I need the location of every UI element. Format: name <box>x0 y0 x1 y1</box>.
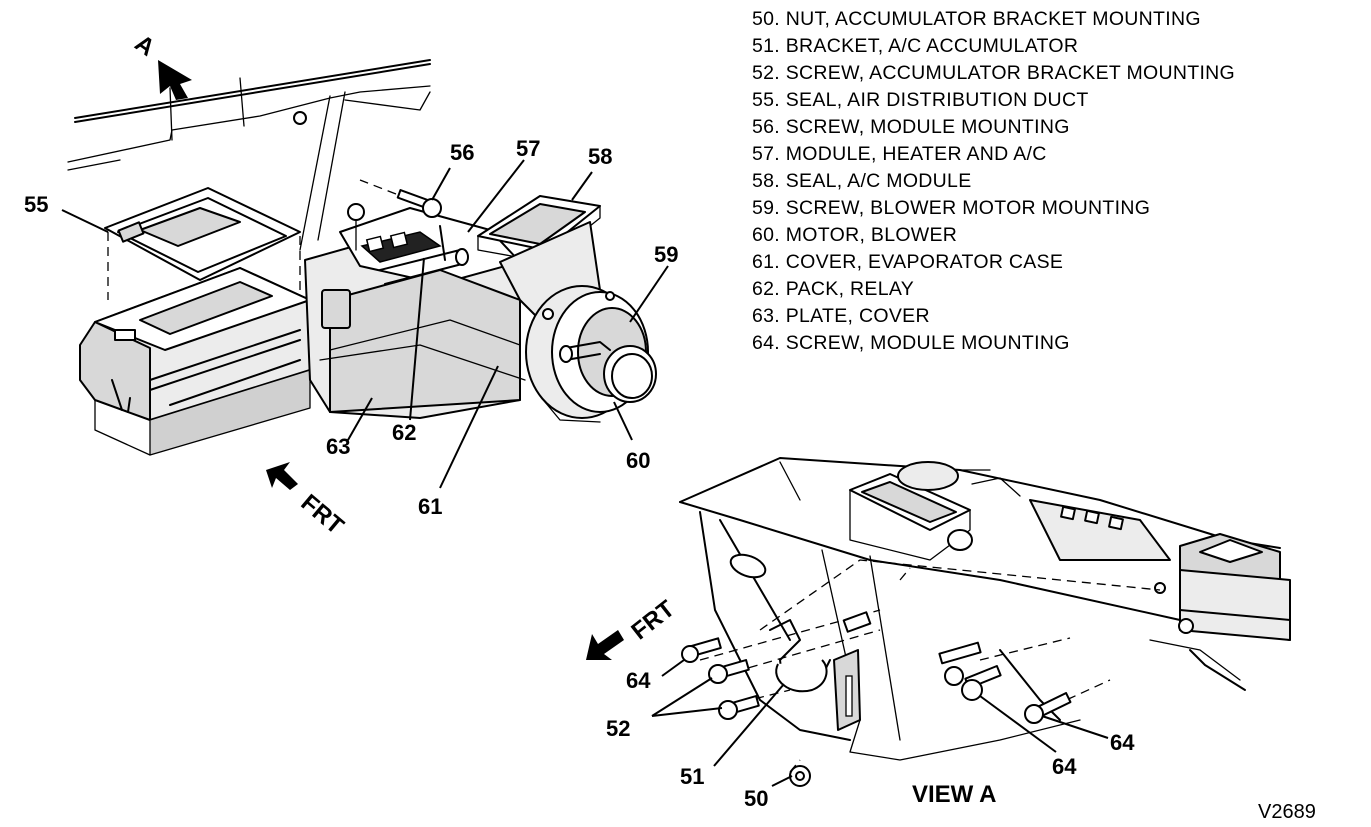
legend-item: 51. BRACKET, A/C ACCUMULATOR <box>752 35 1079 57</box>
callout-50: 50 <box>744 786 768 811</box>
upper-leader-lines <box>61 159 669 489</box>
view-a-arrow-label: A <box>130 30 160 62</box>
module-mounting-screw-right <box>1024 692 1072 724</box>
callout-55: 55 <box>24 192 48 217</box>
front-direction-arrow-upper: FRT <box>266 462 349 540</box>
legend-item: 62. PACK, RELAY <box>752 278 915 300</box>
accumulator-bracket-nut <box>789 765 811 787</box>
accumulator-bracket-screw-upper <box>708 659 750 684</box>
figure-id: V2689 <box>1258 801 1316 823</box>
view-a-alignment-lines <box>699 559 1161 773</box>
callout-56: 56 <box>450 140 474 165</box>
callout-52: 52 <box>606 716 630 741</box>
legend-item: 63. PLATE, COVER <box>752 305 930 327</box>
callout-64-center: 64 <box>1052 754 1077 779</box>
legend-item: 58. SEAL, A/C MODULE <box>752 170 972 192</box>
callout-57: 57 <box>516 136 540 161</box>
view-a-module <box>679 457 1291 761</box>
heater-case <box>79 267 311 456</box>
legend-item: 57. MODULE, HEATER AND A/C <box>752 143 1047 165</box>
legend-item: 60. MOTOR, BLOWER <box>752 224 958 246</box>
legend-item: 61. COVER, EVAPORATOR CASE <box>752 251 1064 273</box>
blower-motor <box>525 285 657 423</box>
callout-58: 58 <box>588 144 612 169</box>
legend-item: 59. SCREW, BLOWER MOTOR MOUNTING <box>752 197 1151 219</box>
legend-item: 50. NUT, ACCUMULATOR BRACKET MOUNTING <box>752 8 1201 30</box>
accumulator-bracket-screw-lower <box>718 695 760 720</box>
front-direction-label-lower: FRT <box>626 595 680 645</box>
relay-pack <box>360 231 469 285</box>
view-a-arrow: A <box>130 30 192 100</box>
view-a-fasteners <box>681 637 1072 787</box>
module-mounting-screw-upper <box>359 179 442 218</box>
lower-leader-lines <box>651 659 1109 787</box>
callout-61: 61 <box>418 494 442 519</box>
callout-64-right: 64 <box>1110 730 1135 755</box>
legend-item: 52. SCREW, ACCUMULATOR BRACKET MOUNTING <box>752 62 1236 84</box>
front-direction-arrow-lower: FRT <box>586 595 680 660</box>
dash-panel <box>67 59 431 251</box>
view-a-module-seal <box>849 461 1021 561</box>
parts-legend: 50. NUT, ACCUMULATOR BRACKET MOUNTING 51… <box>752 6 1235 357</box>
legend-item: 56. SCREW, MODULE MOUNTING <box>752 116 1070 138</box>
front-direction-label-upper: FRT <box>296 489 349 540</box>
callout-64-left: 64 <box>626 668 651 693</box>
callout-62: 62 <box>392 420 416 445</box>
callout-63: 63 <box>326 434 350 459</box>
view-a: FRT <box>586 457 1291 787</box>
legend-item: 64. SCREW, MODULE MOUNTING <box>752 332 1070 354</box>
accumulator-bracket <box>769 611 872 731</box>
upper-exploded-view: A <box>61 30 669 540</box>
heater-ac-module <box>304 179 526 419</box>
callout-59: 59 <box>654 242 678 267</box>
module-mounting-screw-center <box>938 641 1002 701</box>
view-a-right-module <box>1029 499 1291 641</box>
legend-item: 55. SEAL, AIR DISTRIBUTION DUCT <box>752 89 1089 111</box>
callout-51: 51 <box>680 764 704 789</box>
view-a-label: VIEW A <box>912 781 996 808</box>
callout-numbers: 55 56 57 58 59 60 61 62 63 64 52 51 50 6… <box>24 136 1135 811</box>
callout-60: 60 <box>626 448 650 473</box>
module-mounting-screw-left <box>681 637 722 663</box>
